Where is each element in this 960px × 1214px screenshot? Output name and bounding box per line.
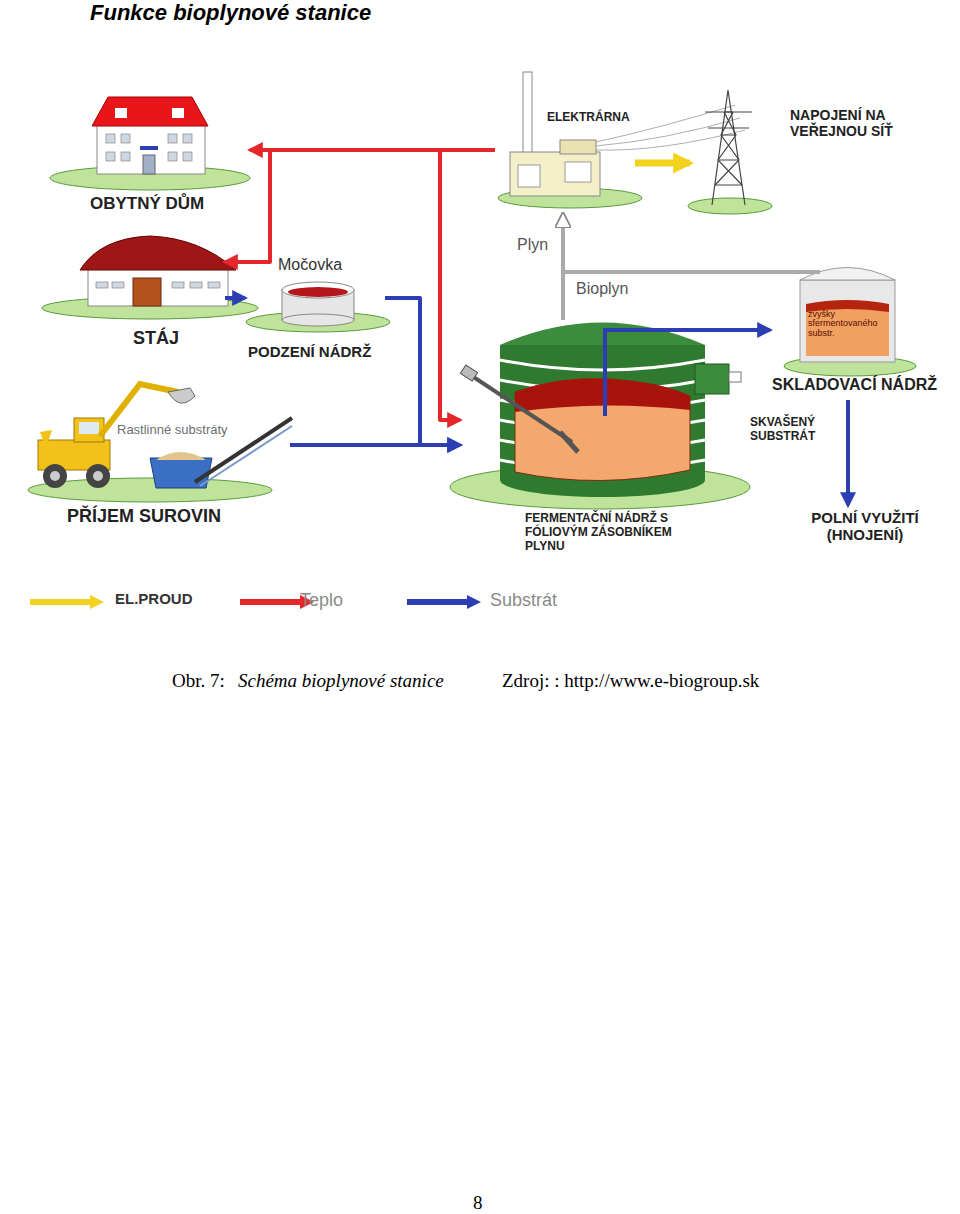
part-label: zvyšky sfermentovaného substr. <box>808 310 886 338</box>
part-label: STÁJ <box>133 328 179 349</box>
station-part: ELEKTRÁRNA <box>495 65 635 215</box>
part-label: Rastlinné substráty <box>117 423 228 438</box>
text-label: 8 <box>473 1192 483 1214</box>
legend-text: EL.PROUD <box>115 590 193 607</box>
part-label: ELEKTRÁRNA <box>547 111 630 125</box>
part-label: Močovka <box>278 256 342 274</box>
legend-swatch <box>405 594 485 610</box>
station-part: Rastlinné substrátyPŘÍJEM SUROVIN <box>25 378 290 538</box>
figure-caption: Schéma bioplynové stanice <box>238 670 444 692</box>
part-label: FERMENTAČNÍ NÁDRŽ S FÓLIOVÝM ZÁSOBNÍKEM … <box>525 512 675 553</box>
flow-arrow <box>745 328 770 332</box>
diagram-title: Funkce bioplynové stanice <box>90 0 371 26</box>
station-part: POLNÍ VYUŽITÍ (HNOJENÍ) <box>790 505 942 563</box>
edge-label: Plyn <box>515 236 550 254</box>
legend-swatch <box>28 594 108 610</box>
part-label: PODZENÍ NÁDRŽ <box>248 343 371 360</box>
legend-text: Substrát <box>490 590 557 611</box>
flow-arrow <box>563 215 770 272</box>
legend-text: Teplo <box>300 590 343 611</box>
station-part: MočovkaPODZENÍ NÁDRŽ <box>245 252 385 370</box>
flow-arrow <box>290 443 460 447</box>
station-part: NAPOJENÍ NA VEŘEJNOU SÍŤ <box>690 85 935 215</box>
flow-arrow <box>846 400 850 505</box>
flow-arrow <box>385 298 460 445</box>
station-part: STÁJ <box>40 228 225 363</box>
flow-arrow <box>225 150 495 262</box>
station-part: FERMENTAČNÍ NÁDRŽ S FÓLIOVÝM ZÁSOBNÍKEM … <box>460 305 745 567</box>
station-part: OBYTNÝ DŮM <box>50 90 250 225</box>
edge-label: Bioplyn <box>574 280 630 298</box>
flow-arrow <box>440 150 495 420</box>
part-label: PŘÍJEM SUROVIN <box>67 506 221 527</box>
text-label: Obr. 7: <box>172 670 225 692</box>
part-label: POLNÍ VYUŽITÍ (HNOJENÍ) <box>790 509 940 544</box>
part-label: SKLADOVACÍ NÁDRŽ <box>772 376 937 394</box>
flow-arrow <box>225 296 245 300</box>
part-label: OBYTNÝ DŮM <box>90 194 204 214</box>
flow-arrow <box>635 160 690 167</box>
text-label: SKVAŠENÝ SUBSTRÁT <box>750 416 835 444</box>
part-label: NAPOJENÍ NA VEŘEJNOU SÍŤ <box>790 107 928 139</box>
text-label: Zdroj: : http://www.e-biogroup.sk <box>502 670 759 692</box>
station-part: zvyšky sfermentovaného substr. SKLADOVACÍ… <box>770 258 955 400</box>
